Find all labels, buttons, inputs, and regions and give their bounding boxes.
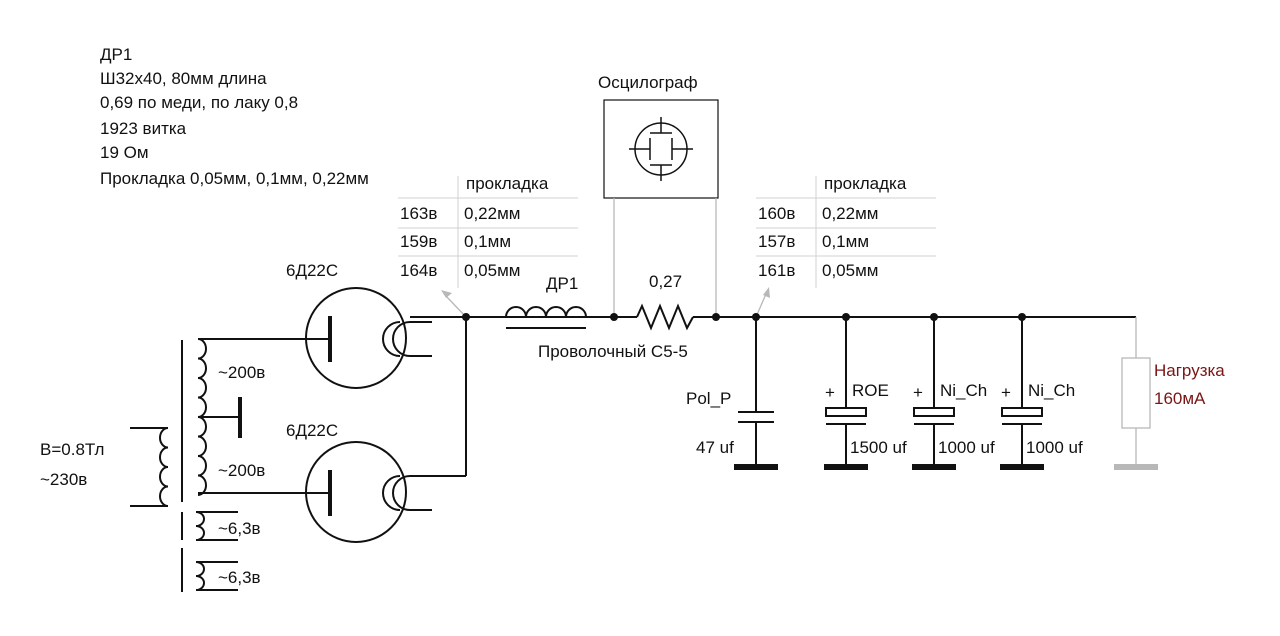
load-resistor: Нагрузка 160мА bbox=[1114, 317, 1225, 470]
heater-2-voltage: ~6,3в bbox=[218, 568, 261, 587]
oscilloscope-label: Осцилограф bbox=[598, 73, 698, 92]
capacitor-plus: + bbox=[825, 383, 835, 402]
tube-upper-label: 6Д22С bbox=[286, 261, 338, 280]
tube-upper: 6Д22С bbox=[198, 261, 432, 389]
table-right-voltage-2: 157в bbox=[758, 232, 795, 251]
tube-lower-label: 6Д22С bbox=[286, 421, 338, 440]
secondary-2-voltage: ~200в bbox=[218, 461, 265, 480]
oscilloscope: Осцилограф bbox=[598, 73, 719, 317]
load-label: Нагрузка bbox=[1154, 361, 1225, 380]
table-left-voltage-3: 164в bbox=[400, 261, 437, 280]
choke-notes: ДР1 Ш32х40, 80мм длина 0,69 по меди, по … bbox=[100, 45, 369, 188]
notes-line-3: 0,69 по меди, по лаку 0,8 bbox=[100, 93, 298, 112]
table-right-voltage-3: 161в bbox=[758, 261, 795, 280]
table-right-header: прокладка bbox=[824, 174, 907, 193]
transformer: B=0.8Тл ~230в ~200в ~200в ~6,3в ~6,3в bbox=[40, 338, 265, 592]
capacitor-value: 1000 uf bbox=[1026, 438, 1083, 457]
crt-icon bbox=[629, 117, 693, 181]
table-left-gap-1: 0,22мм bbox=[464, 204, 520, 223]
choke-dr1: ДР1 bbox=[505, 274, 587, 329]
table-right: прокладка 160в 0,22мм 157в 0,1мм 161в 0,… bbox=[756, 174, 936, 288]
capacitor-name: Ni_Ch bbox=[1028, 381, 1075, 400]
notes-line-1: ДР1 bbox=[100, 45, 132, 64]
node-dot bbox=[712, 313, 720, 321]
heater-1-voltage: ~6,3в bbox=[218, 519, 261, 538]
table-left-gap-2: 0,1мм bbox=[464, 232, 511, 251]
table-left-voltage-1: 163в bbox=[400, 204, 437, 223]
notes-line-5: 19 Ом bbox=[100, 143, 149, 162]
primary-flux: B=0.8Тл bbox=[40, 440, 104, 459]
capacitor-name: Ni_Ch bbox=[940, 381, 987, 400]
notes-line-6: Прокладка 0,05мм, 0,1мм, 0,22мм bbox=[100, 169, 369, 188]
load-current: 160мА bbox=[1154, 389, 1206, 408]
resistor: 0,27 Проволочный С5-5 bbox=[538, 272, 694, 361]
capacitor-value: 1000 uf bbox=[938, 438, 995, 457]
table-right-voltage-1: 160в bbox=[758, 204, 795, 223]
table-left-voltage-2: 159в bbox=[400, 232, 437, 251]
table-right-gap-2: 0,1мм bbox=[822, 232, 869, 251]
measure-arrow-right bbox=[755, 287, 770, 318]
notes-line-4: 1923 витка bbox=[100, 119, 187, 138]
measure-arrow-left bbox=[441, 290, 467, 318]
resistor-value: 0,27 bbox=[649, 272, 682, 291]
table-right-gap-3: 0,05мм bbox=[822, 261, 878, 280]
tube-lower: 6Д22С bbox=[198, 317, 467, 543]
capacitor-plus: + bbox=[913, 383, 923, 402]
capacitor-ni-ch-1: + Ni_Ch 1000 uf bbox=[912, 317, 995, 470]
notes-line-2: Ш32х40, 80мм длина bbox=[100, 69, 267, 88]
capacitor-value: 1500 uf bbox=[850, 438, 907, 457]
choke-label: ДР1 bbox=[546, 274, 578, 293]
node-dot bbox=[610, 313, 618, 321]
primary-voltage: ~230в bbox=[40, 470, 87, 489]
table-left-gap-3: 0,05мм bbox=[464, 261, 520, 280]
capacitor-roe: + ROE 1500 uf bbox=[824, 317, 907, 470]
capacitor-name: ROE bbox=[852, 381, 889, 400]
capacitor-name: Pol_P bbox=[686, 389, 731, 408]
secondary-1-voltage: ~200в bbox=[218, 363, 265, 382]
capacitor-plus: + bbox=[1001, 383, 1011, 402]
capacitor-ni-ch-2: + Ni_Ch 1000 uf bbox=[1000, 317, 1083, 470]
table-left: прокладка 163в 0,22мм 159в 0,1мм 164в 0,… bbox=[398, 174, 578, 288]
capacitor-value: 47 uf bbox=[696, 438, 734, 457]
capacitor-pol-p: Pol_P 47 uf bbox=[686, 317, 778, 470]
table-right-gap-1: 0,22мм bbox=[822, 204, 878, 223]
resistor-type: Проволочный С5-5 bbox=[538, 342, 688, 361]
table-left-header: прокладка bbox=[466, 174, 549, 193]
